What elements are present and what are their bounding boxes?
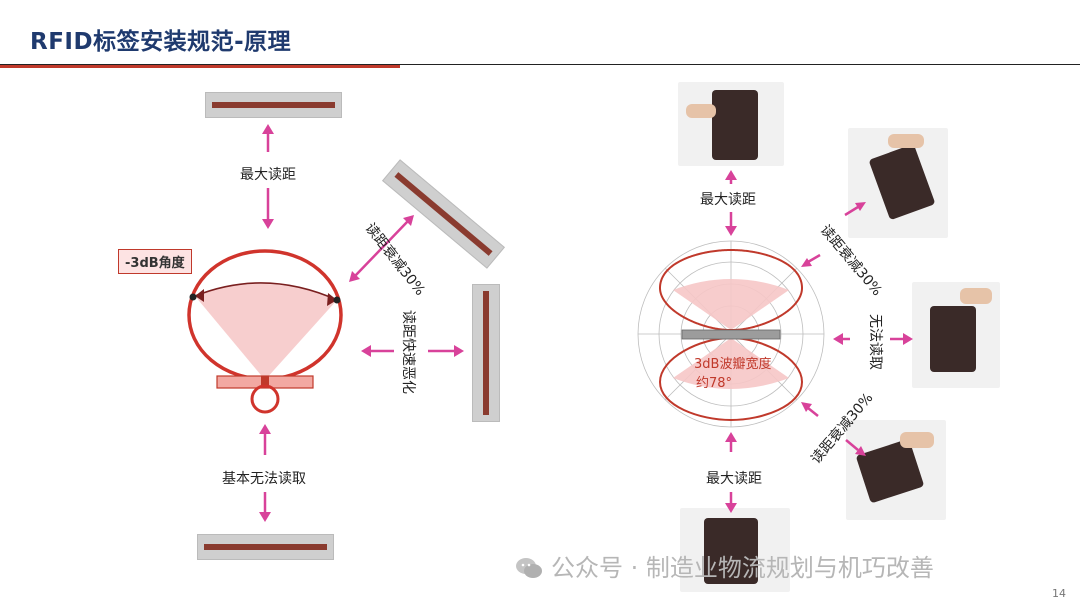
- page-number: 14: [1052, 587, 1066, 600]
- label-max-read-top: 最大读距: [700, 192, 756, 208]
- beam-sector: [195, 283, 337, 380]
- reader-photo-top: [678, 82, 784, 166]
- label-no-read: 基本无法读取: [222, 471, 306, 487]
- angle-point-right: [333, 296, 341, 304]
- lower-loop: [250, 384, 280, 414]
- tag-image-vertical: [472, 284, 500, 422]
- angle-arc: [194, 282, 338, 301]
- page-title: RFID标签安装规范-原理: [30, 29, 292, 55]
- label-no-read-right: 无法读取: [867, 314, 883, 370]
- reader-photo-bottom: [680, 508, 790, 592]
- watermark: 公众号 · 制造业物流规划与机巧改善: [515, 548, 934, 583]
- beam-cone-upper: [673, 279, 789, 330]
- header-divider: [0, 64, 1080, 65]
- center-tag: [681, 329, 781, 340]
- reader-photo-lower-right: [846, 420, 946, 520]
- angle-point-left: [189, 293, 197, 301]
- wechat-icon: [516, 558, 542, 578]
- angle-badge: -3dB角度: [118, 249, 192, 274]
- tag-image-top: [205, 92, 342, 118]
- beam-width-label: 3dB波瓣宽度: [694, 357, 772, 372]
- pattern-lower-lobe: [658, 336, 804, 422]
- beam-width-value: 约78°: [696, 376, 733, 391]
- reader-photo-right: [912, 282, 1000, 388]
- pattern-upper-lobe: [658, 248, 804, 332]
- label-max-read-bottom: 最大读距: [706, 471, 762, 487]
- tag-image-bottom: [197, 534, 334, 560]
- watermark-text: 公众号 · 制造业物流规划与机巧改善: [551, 554, 934, 582]
- label-max-read: 最大读距: [240, 167, 296, 183]
- header-accent-bar: [0, 65, 400, 68]
- reader-photo-upper-right: [848, 128, 948, 238]
- beam-cone-lower: [673, 338, 789, 389]
